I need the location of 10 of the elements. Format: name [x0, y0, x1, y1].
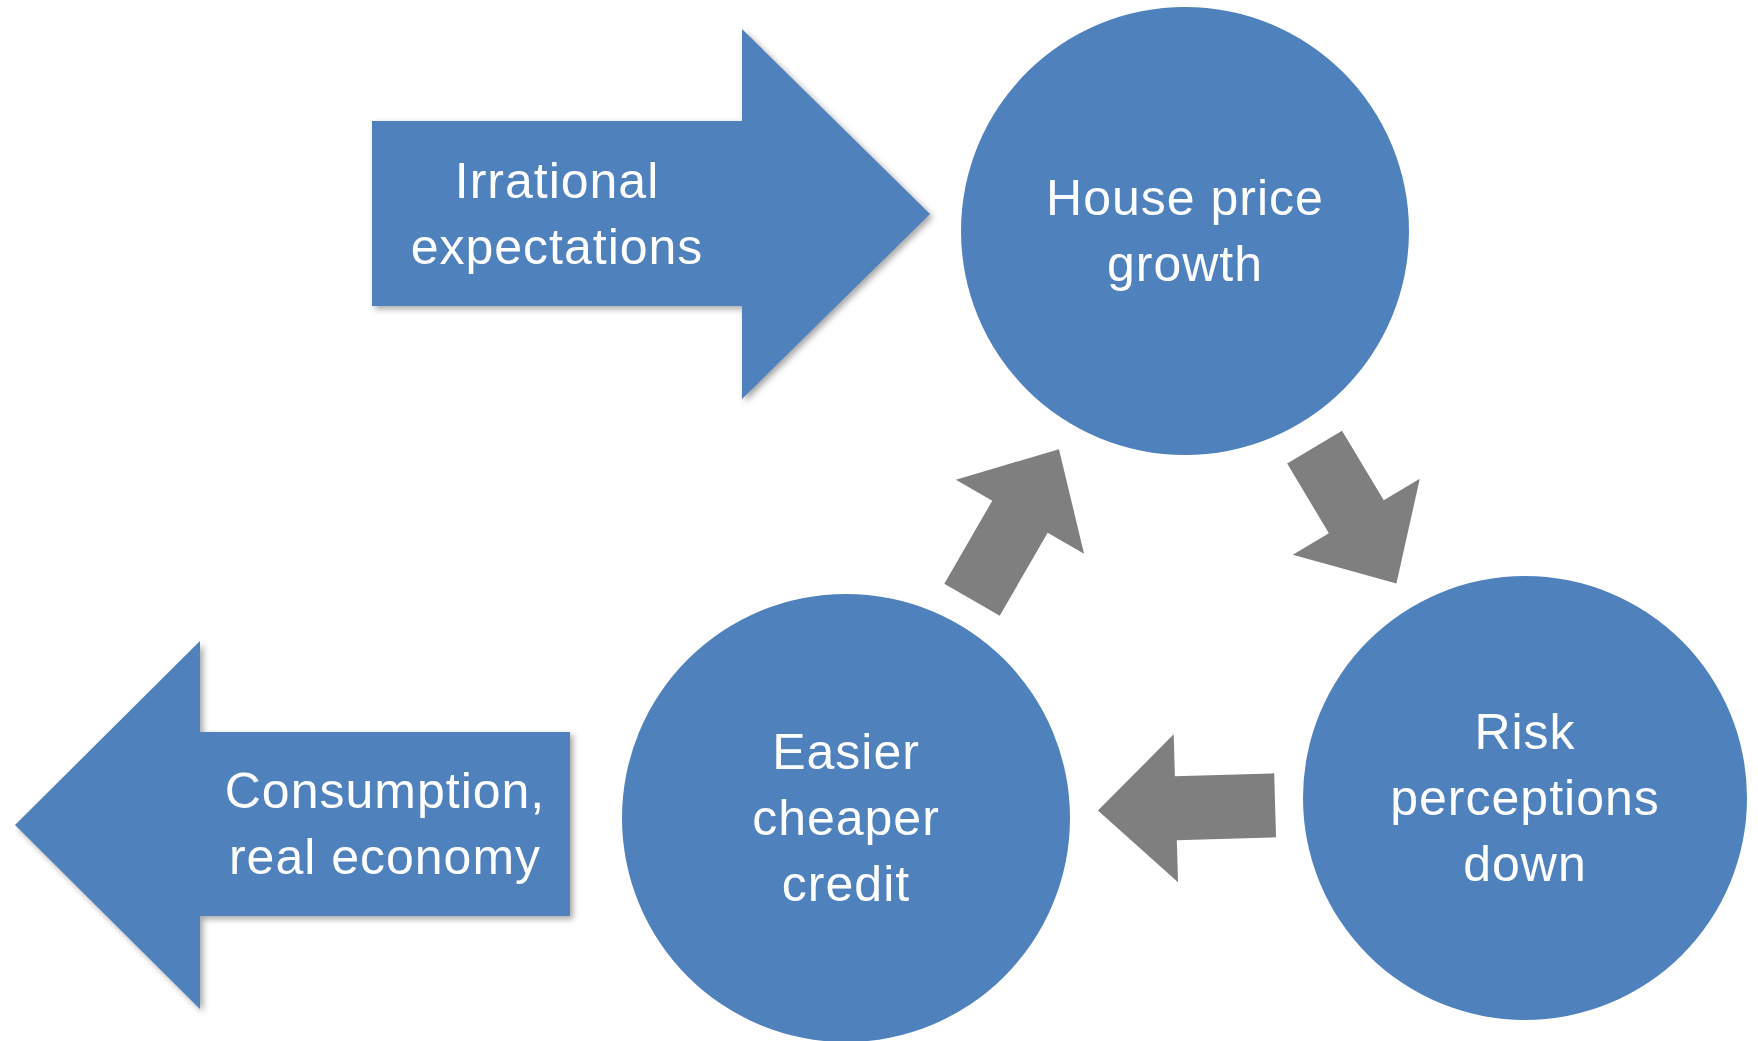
block-arrow-connector — [944, 449, 1085, 616]
block-arrow — [372, 29, 930, 399]
block-arrow-connector — [1097, 734, 1277, 883]
node-text: Consumption, real economy — [223, 762, 547, 887]
block-arrow-connector — [1287, 430, 1420, 584]
node-text: Irrational expectations — [409, 151, 705, 277]
node-text: Risk perceptions down — [1389, 703, 1661, 894]
node-text: Easier cheaper credit — [751, 723, 941, 914]
node-text: House price growth — [1045, 169, 1325, 294]
block-arrow — [15, 641, 570, 1009]
